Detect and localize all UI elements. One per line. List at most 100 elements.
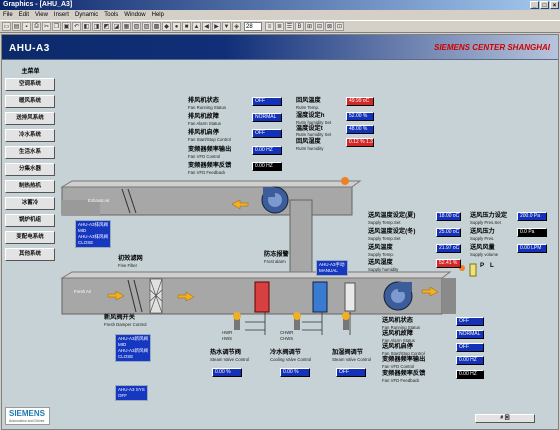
tool-icon-1[interactable]: ◧ [82,22,91,31]
tool-icon-9[interactable]: ◆ [162,22,171,31]
tool-icon-2[interactable]: ◨ [92,22,101,31]
maximize-icon[interactable]: □ [540,1,549,9]
sidebar-item-ventilation[interactable]: 送排风系统 [5,112,55,125]
fine-filter-sublabel: Fine Filter [118,263,138,268]
sidebar: 主菜单 空调系统 暖风系统 送排风系统 冷水系统 生活水系 分集水器 制热热机 … [3,66,58,266]
tool-icon-16[interactable]: ◈ [232,22,241,31]
return-humidity-label: 回风湿度 [296,138,321,145]
zoom-select[interactable]: 28 [244,22,262,31]
sidebar-item-manifold[interactable]: 分集水器 [5,163,55,176]
supply-temp-winter-value[interactable]: 25.00 oC [436,228,461,237]
align-left-icon[interactable]: ≡ [265,22,274,31]
hot-water-valve-icon [233,312,241,330]
fresh-arrow-icon [177,291,195,302]
exhaust-fan-status-value[interactable]: OFF [252,97,282,106]
close-icon[interactable]: × [550,1,559,9]
cold-valve-value[interactable]: 0.00 % [280,368,310,377]
humidity-set-value[interactable]: 52.00 % [346,112,374,121]
tool-icon-6[interactable]: ▧ [132,22,141,31]
menu-dynamic[interactable]: Dynamic [74,12,99,18]
tool-icon-12[interactable]: ▲ [192,22,201,31]
tool-icon-17[interactable]: ⊞ [305,22,314,31]
fresh-damper-button[interactable]: AHU-A3新风阀 MID AHU-A3新风阀 CLOSE [115,334,152,362]
supply-humidity-sublabel: Supply humidity [368,267,399,272]
cut-icon[interactable]: ✂ [42,22,51,31]
system-toggle-button[interactable]: AHU-A3 SYS OFF [115,385,148,401]
sidebar-item-domestic-water[interactable]: 生活水系 [5,146,55,159]
sidebar-item-heat-unit[interactable]: 制热热机 [5,180,55,193]
supply-fan-startstop-value[interactable]: OFF [456,343,484,352]
temp-set-value[interactable]: 48.00 % [346,125,374,134]
return-button[interactable]: # 回 [475,414,535,423]
tool-icon-14[interactable]: ▶ [212,22,221,31]
exhaust-vfd-output-sublabel: Fan VFD Control [188,154,221,159]
heating-coil [254,281,270,313]
sidebar-item-power[interactable]: 变配电系统 [5,231,55,244]
sidebar-item-other[interactable]: 其他系统 [5,248,55,261]
intake-arrow-icon [107,290,125,301]
tool-icon-7[interactable]: ▨ [142,22,151,31]
menu-insert[interactable]: Insert [53,12,69,18]
save-icon[interactable]: ▪ [22,22,31,31]
temp-set-sublabel: Rutm humidity Set [296,132,332,137]
exhaust-vfd-output-value[interactable]: 0.00 HZ [252,146,282,155]
tool-icon-11[interactable]: ■ [182,22,191,31]
align-center-icon[interactable]: ≣ [275,22,284,31]
frost-manual-button[interactable]: AHU-A3手动 MANUAL [316,260,348,276]
tool-icon-10[interactable]: ● [172,22,181,31]
menu-tools[interactable]: Tools [104,12,119,18]
sidebar-item-heating[interactable]: 暖风系统 [5,95,55,108]
open-icon[interactable]: ▤ [12,22,21,31]
sidebar-item-boiler[interactable]: 锅炉机组 [5,214,55,227]
menu-view[interactable]: View [35,12,48,18]
tool-icon-15[interactable]: ▼ [222,22,231,31]
print-icon[interactable]: ⎙ [32,22,41,31]
supply-fan-alarm-sublabel: Fan Alarm Status [382,338,415,343]
exhaust-damper-button[interactable]: AHU-A3排风阀 MID AHU-A3排风阀 CLOSE [75,220,112,248]
new-icon[interactable]: ▭ [2,22,11,31]
menu-help[interactable]: Help [151,12,164,18]
exhaust-fan-alarm-label: 排风机故障 [188,113,219,120]
supply-vfd-output-value[interactable]: 0.00 HZ [456,356,484,365]
supply-fan-status-value[interactable]: OFF [456,317,484,326]
menu-edit[interactable]: Edit [18,12,30,18]
sidebar-item-chilled-water[interactable]: 冷水系统 [5,129,55,142]
tool-icon-4[interactable]: ◪ [112,22,121,31]
tool-icon-5[interactable]: ▦ [122,22,131,31]
undo-icon[interactable]: ↶ [72,22,81,31]
exhaust-damper-icon [121,188,137,214]
exhaust-vfd-feedback-sublabel: Fan VFD Feedback [188,170,226,175]
exhaust-air-label: Exhaust Air [88,198,110,203]
sidebar-item-ice-storage[interactable]: 冰蓄冷 [5,197,55,210]
exhaust-vfd-feedback-label: 变频器频率反馈 [188,162,232,169]
tool-icon-18[interactable]: ⊟ [315,22,324,31]
fine-filter [149,278,163,314]
fresh-damper-sublabel: Fresh Damper Control [104,322,147,327]
tool-icon-19[interactable]: ⊠ [325,22,334,31]
chilled-water-valve-icon [293,312,301,330]
exhaust-fan-alarm-value[interactable]: NORMAL [252,113,282,122]
supply-pressure-set-value[interactable]: 200.0 Pa [517,212,547,221]
exhaust-fan-startstop-value[interactable]: OFF [252,129,282,138]
pressure-tag: P [480,262,485,269]
bold-icon[interactable]: B [295,22,304,31]
minimize-icon[interactable]: _ [530,1,539,9]
menu-window[interactable]: Window [124,12,146,18]
hot-valve-value[interactable]: 0.00 % [212,368,242,377]
paste-icon[interactable]: ▣ [62,22,71,31]
tool-icon-20[interactable]: ⊡ [335,22,344,31]
align-right-icon[interactable]: ☰ [285,22,294,31]
supply-temp-summer-value[interactable]: 18.00 oC [436,212,461,221]
copy-icon[interactable]: ❐ [52,22,61,31]
tool-icon-13[interactable]: ◀ [202,22,211,31]
supply-fan-alarm-value[interactable]: NORMAL [456,330,484,339]
tool-icon-8[interactable]: ▩ [152,22,161,31]
humid-valve-value[interactable]: OFF [336,368,366,377]
chilled-water-valve-sublabel: Cooling Valve Control [270,357,312,362]
tool-icon-3[interactable]: ◩ [102,22,111,31]
supply-pressure-set-sublabel: Supply Pres.Set [470,220,501,225]
menu-file[interactable]: File [3,12,13,18]
supply-fan-startstop-sublabel: Fan Start/Stop Control [382,351,425,356]
sidebar-item-ac[interactable]: 空调系统 [5,78,55,91]
